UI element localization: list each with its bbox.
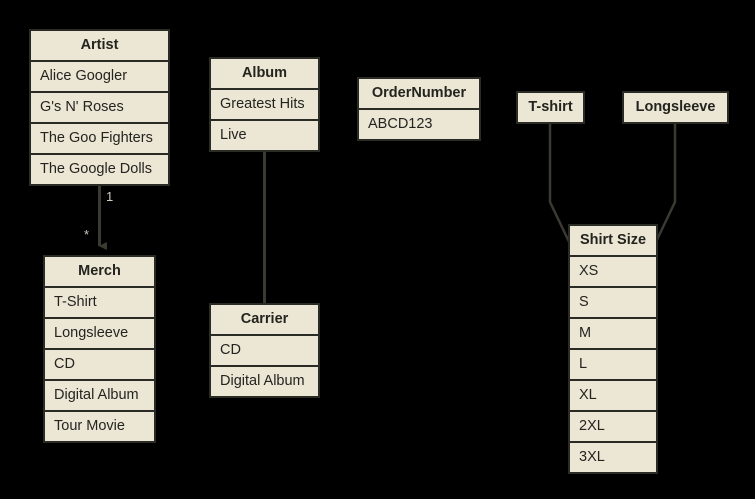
entity-artist[interactable]: Artist Alice Googler G's N' Roses The Go…	[29, 29, 170, 186]
entity-merch-row[interactable]: Longsleeve	[45, 319, 154, 348]
entity-shirtsize-title: Shirt Size	[570, 226, 656, 255]
entity-merch-row[interactable]: T-Shirt	[45, 288, 154, 317]
entity-carrier-row[interactable]: Digital Album	[211, 367, 318, 396]
entity-merch-title: Merch	[45, 257, 154, 286]
entity-shirtsize[interactable]: Shirt Size XS S M L XL 2XL 3XL	[568, 224, 658, 474]
entity-shirtsize-row[interactable]: L	[570, 350, 656, 379]
entity-tshirt[interactable]: T-shirt	[516, 91, 585, 124]
multiplicity-label-many: *	[84, 227, 90, 242]
entity-artist-row[interactable]: The Goo Fighters	[31, 124, 168, 153]
entity-artist-title: Artist	[31, 31, 168, 60]
entity-tshirt-title: T-shirt	[518, 93, 583, 122]
entity-album-title: Album	[211, 59, 318, 88]
entity-artist-row[interactable]: G's N' Roses	[31, 93, 168, 122]
multiplicity-label-one: 1	[106, 189, 114, 204]
entity-merch-row[interactable]: CD	[45, 350, 154, 379]
entity-shirtsize-row[interactable]: XL	[570, 381, 656, 410]
entity-shirtsize-row[interactable]: XS	[570, 257, 656, 286]
entity-merch-row[interactable]: Tour Movie	[45, 412, 154, 441]
entity-longsleeve-title: Longsleeve	[624, 93, 727, 122]
entity-merch-row[interactable]: Digital Album	[45, 381, 154, 410]
entity-shirtsize-row[interactable]: 3XL	[570, 443, 656, 472]
entity-shirtsize-row[interactable]: M	[570, 319, 656, 348]
entity-artist-row[interactable]: The Google Dolls	[31, 155, 168, 184]
entity-album-row[interactable]: Greatest Hits	[211, 90, 318, 119]
entity-merch[interactable]: Merch T-Shirt Longsleeve CD Digital Albu…	[43, 255, 156, 443]
entity-artist-row[interactable]: Alice Googler	[31, 62, 168, 91]
entity-album-row[interactable]: Live	[211, 121, 318, 150]
entity-shirtsize-row[interactable]: 2XL	[570, 412, 656, 441]
entity-carrier[interactable]: Carrier CD Digital Album	[209, 303, 320, 398]
entity-album[interactable]: Album Greatest Hits Live	[209, 57, 320, 152]
entity-carrier-row[interactable]: CD	[211, 336, 318, 365]
entity-ordernumber-title: OrderNumber	[359, 79, 479, 108]
entity-ordernumber[interactable]: OrderNumber ABCD123	[357, 77, 481, 141]
entity-ordernumber-row[interactable]: ABCD123	[359, 110, 479, 139]
entity-longsleeve[interactable]: Longsleeve	[622, 91, 729, 124]
entity-carrier-title: Carrier	[211, 305, 318, 334]
entity-shirtsize-row[interactable]: S	[570, 288, 656, 317]
